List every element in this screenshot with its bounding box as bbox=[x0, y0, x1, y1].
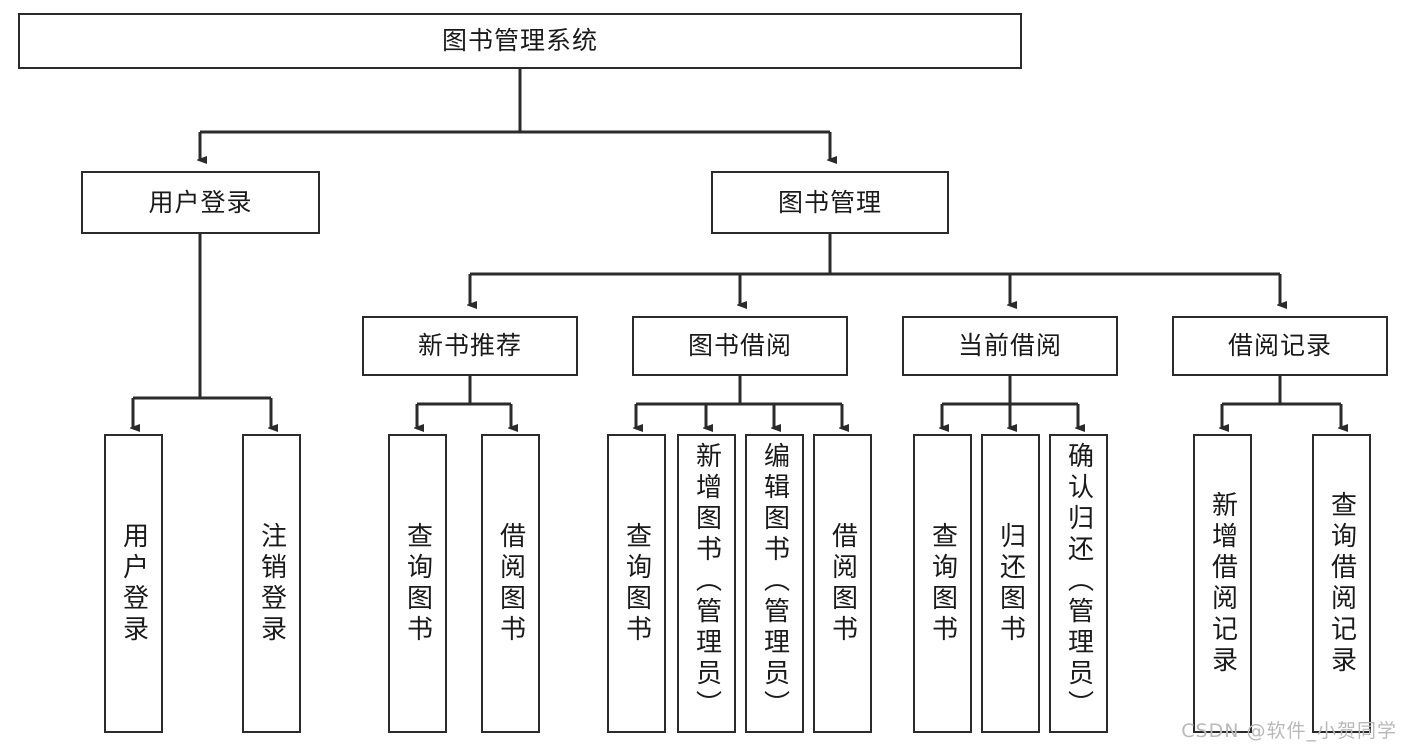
node-new-book-recommend[interactable]: 新书推荐 bbox=[362, 316, 578, 376]
node-label: 用户登录 bbox=[118, 521, 149, 646]
leaf-user-login-login[interactable]: 用户登录 bbox=[104, 434, 163, 733]
leaf-new-book-borrow-book[interactable]: 借阅图书 bbox=[481, 434, 540, 733]
leaf-current-borrow-return-book[interactable]: 归还图书 bbox=[981, 434, 1040, 733]
node-label: 新增借阅记录 bbox=[1207, 490, 1238, 677]
leaf-book-borrow-query-book[interactable]: 查询图书 bbox=[607, 434, 666, 733]
node-label: 查询图书 bbox=[927, 521, 958, 646]
node-label: 图书管理系统 bbox=[441, 26, 598, 56]
node-book-borrow[interactable]: 图书借阅 bbox=[632, 316, 848, 376]
leaf-borrow-record-add-record[interactable]: 新增借阅记录 bbox=[1193, 434, 1252, 733]
node-label: 编辑图书（管理员） bbox=[759, 442, 790, 721]
node-label: 归还图书 bbox=[995, 521, 1026, 646]
node-label: 新增图书（管理员） bbox=[691, 442, 722, 721]
node-label: 查询图书 bbox=[621, 521, 652, 646]
leaf-book-borrow-borrow-book[interactable]: 借阅图书 bbox=[813, 434, 872, 733]
node-label: 借阅图书 bbox=[495, 521, 526, 646]
leaf-borrow-record-query-record[interactable]: 查询借阅记录 bbox=[1312, 434, 1371, 733]
node-root-book-management-system[interactable]: 图书管理系统 bbox=[18, 13, 1022, 69]
node-label: 查询图书 bbox=[402, 521, 433, 646]
node-label: 当前借阅 bbox=[957, 331, 1062, 361]
node-label: 用户登录 bbox=[148, 187, 253, 217]
node-borrow-record[interactable]: 借阅记录 bbox=[1172, 316, 1388, 376]
node-label: 借阅记录 bbox=[1227, 331, 1332, 361]
leaf-current-borrow-query-book[interactable]: 查询图书 bbox=[913, 434, 972, 733]
leaf-user-login-logout[interactable]: 注销登录 bbox=[242, 434, 301, 733]
node-label: 注销登录 bbox=[256, 521, 287, 646]
leaf-book-borrow-edit-book-admin[interactable]: 编辑图书（管理员） bbox=[745, 434, 804, 733]
leaf-book-borrow-add-book-admin[interactable]: 新增图书（管理员） bbox=[677, 434, 736, 733]
node-current-borrow[interactable]: 当前借阅 bbox=[902, 316, 1118, 376]
leaf-new-book-query-book[interactable]: 查询图书 bbox=[388, 434, 447, 733]
node-book-management[interactable]: 图书管理 bbox=[711, 171, 949, 234]
node-label: 查询借阅记录 bbox=[1326, 490, 1357, 677]
node-label: 确认归还（管理员） bbox=[1063, 442, 1094, 721]
watermark: CSDN @软件_小贺同学 bbox=[1181, 720, 1397, 742]
node-label: 图书管理 bbox=[777, 187, 882, 217]
node-label: 新书推荐 bbox=[417, 331, 522, 361]
node-label: 图书借阅 bbox=[687, 331, 792, 361]
leaf-current-borrow-confirm-return-admin[interactable]: 确认归还（管理员） bbox=[1049, 434, 1108, 733]
node-label: 借阅图书 bbox=[827, 521, 858, 646]
node-user-login[interactable]: 用户登录 bbox=[81, 171, 320, 234]
